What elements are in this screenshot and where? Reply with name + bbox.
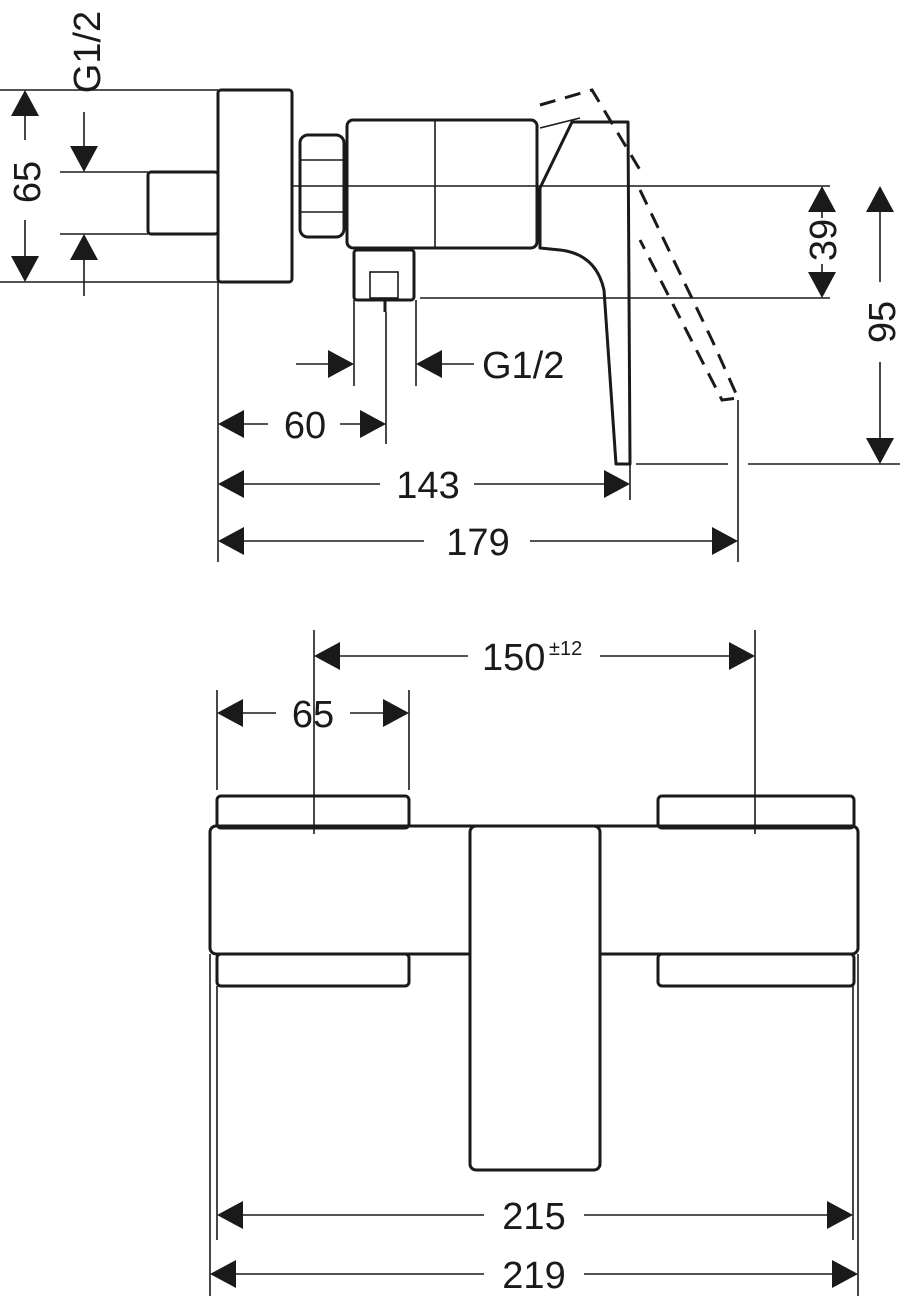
- inlet-pipe: [146, 170, 220, 236]
- center-150-label: 150: [482, 637, 545, 679]
- dimension-height-95: 95: [862, 186, 904, 464]
- right-knob-top: [656, 794, 856, 830]
- dimension-len-60: 60: [218, 405, 386, 447]
- dimension-width-65: 65: [217, 694, 409, 736]
- outlet-connector: [352, 248, 416, 302]
- len-179-label: 179: [446, 522, 509, 564]
- len-60-label: 60: [284, 405, 326, 447]
- handle-swing: [539, 88, 741, 402]
- thread-top-label: G1/2: [67, 11, 109, 93]
- width-65-label: 65: [292, 694, 334, 736]
- left-knob-bottom: [215, 952, 411, 988]
- mixer-body: [345, 118, 539, 250]
- right-knob-bottom: [656, 952, 856, 988]
- dimension-width-219: 219: [210, 1255, 858, 1297]
- front-view: [208, 630, 860, 1296]
- dimension-len-143: 143: [218, 465, 630, 507]
- height-95-label: 95: [862, 301, 904, 343]
- left-knob-top: [215, 794, 411, 830]
- side-view: [0, 88, 900, 562]
- height-65-label: 65: [7, 161, 49, 203]
- wall-flange: [216, 88, 294, 284]
- center-150-tolerance: ±12: [549, 638, 582, 660]
- dimension-width-215: 215: [217, 1196, 853, 1238]
- front-lever: [468, 824, 602, 1172]
- handle: [538, 120, 632, 466]
- dimension-center-150: 150 ±12: [314, 637, 755, 679]
- width-215-label: 215: [502, 1196, 565, 1238]
- dimension-len-179: 179: [218, 522, 738, 564]
- height-39-label: 39: [803, 219, 845, 261]
- len-143-label: 143: [396, 465, 459, 507]
- thread-bottom-label: G1/2: [482, 345, 564, 387]
- dimension-height-39: 39: [803, 186, 845, 298]
- dimension-thread-top: G1/2: [67, 11, 109, 296]
- dimension-height-65: 65: [7, 90, 49, 282]
- width-219-label: 219: [502, 1255, 565, 1297]
- dimension-thread-bottom: G1/2: [296, 345, 564, 387]
